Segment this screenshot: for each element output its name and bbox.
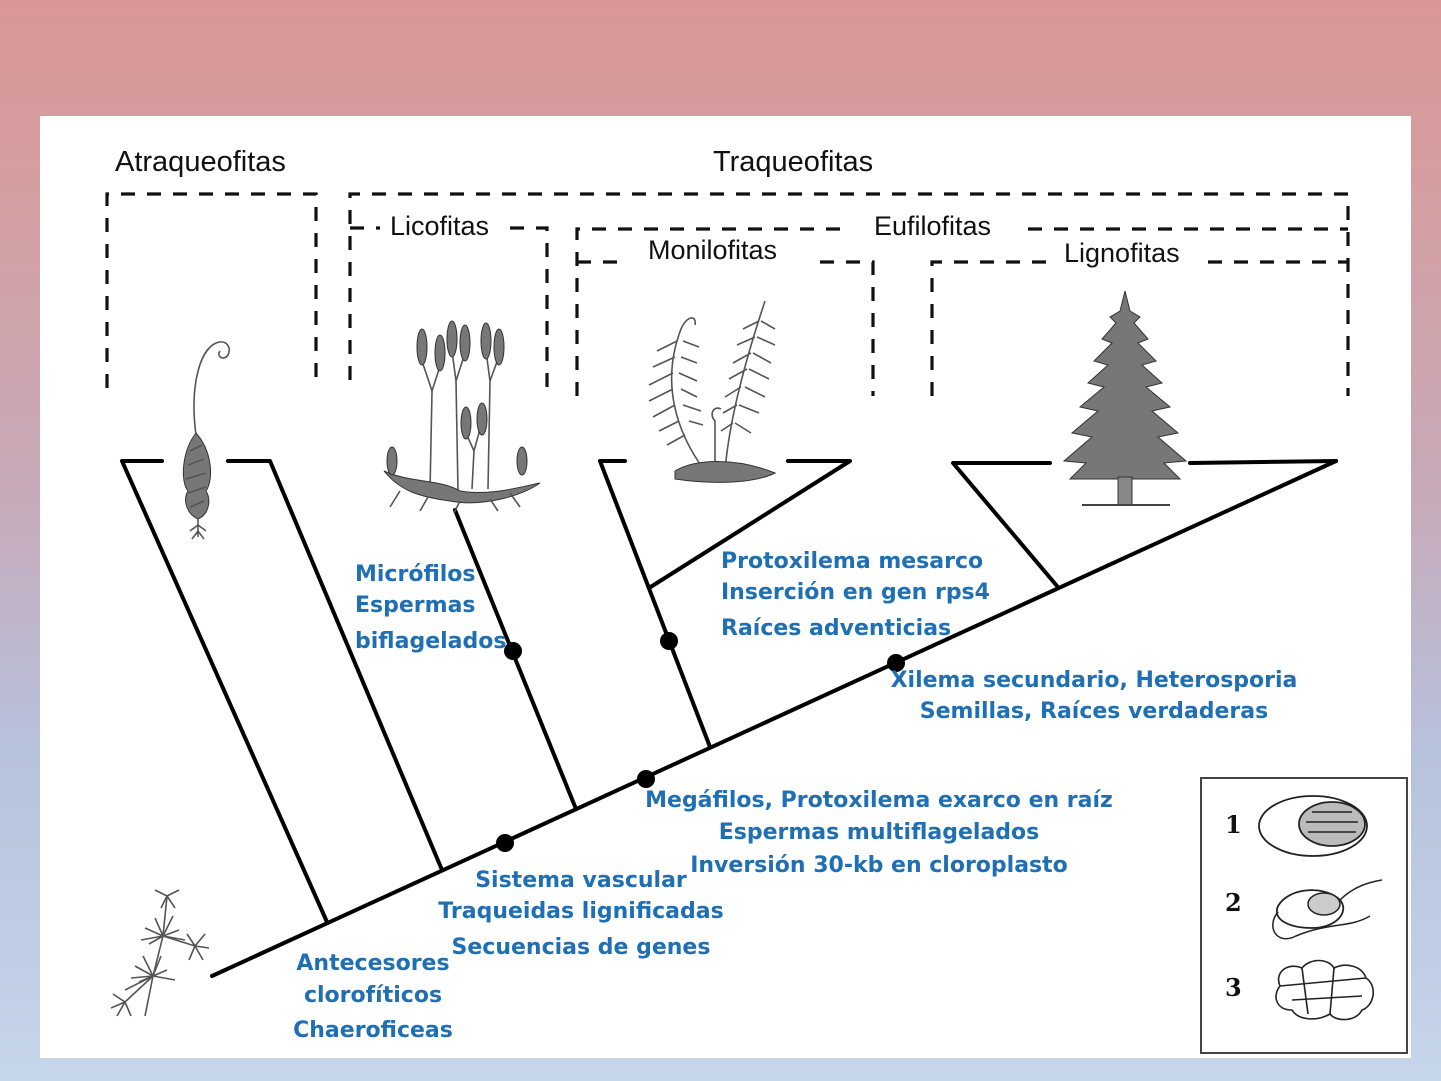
char-text: Protoxilema mesarco: [721, 549, 983, 574]
node-licofitas: [504, 642, 522, 660]
label-lignofitas: Lignofitas: [1064, 238, 1180, 268]
char-text: Espermas multiflagelados: [719, 820, 1040, 845]
branch-moss-right: [226, 459, 444, 872]
moss-icon: [182, 341, 231, 540]
label-licofitas: Licofitas: [390, 211, 489, 241]
conifer-icon: [1062, 290, 1188, 506]
branch-monilofitas: [598, 459, 712, 749]
bracket-licofitas: [350, 226, 549, 396]
bracket-lignofitas: [930, 260, 1348, 396]
branch-spine: [210, 459, 1338, 978]
diagram-canvas: Atraqueofitas Traqueofitas Licofitas Euf…: [40, 116, 1411, 1058]
bracket-atraqueofitas: [105, 192, 318, 388]
char-text: Xilema secundario, Heterosporia: [891, 668, 1298, 693]
bracket-monilofitas: [577, 260, 875, 396]
char-text: Semillas, Raíces verdaderas: [920, 699, 1268, 724]
legend-number: 1: [1225, 810, 1242, 839]
char-text: Inversión 30-kb en cloroplasto: [690, 853, 1068, 878]
legend-number: 2: [1225, 888, 1242, 917]
branch-moss-left: [120, 459, 329, 924]
tree-branches: [120, 459, 1338, 978]
label-traqueofitas: Traqueofitas: [713, 146, 873, 178]
label-monilofitas: Monilofitas: [648, 235, 777, 265]
label-eufilofitas: Eufilofitas: [874, 211, 991, 241]
characters-outgroup: Antecesores clorofíticos Chaeroficeas: [293, 951, 453, 1043]
branch-lignofitas: [951, 461, 1059, 588]
bracket-traqueofitas: [348, 192, 1350, 396]
characters-eufilofitas: Megáfilos, Protoxilema exarco en raíz Es…: [645, 788, 1113, 878]
char-text: Traqueidas lignificadas: [438, 899, 723, 924]
charophyte-icon: [110, 889, 210, 1017]
label-atraqueofitas: Atraqueofitas: [115, 146, 286, 178]
node-eufilofitas: [637, 770, 655, 788]
char-text: Megáfilos, Protoxilema exarco en raíz: [645, 788, 1113, 813]
char-text: Inserción en gen rps4: [721, 580, 990, 605]
char-text: Espermas: [355, 593, 476, 618]
branch-monilofitas-inner: [647, 459, 852, 590]
char-text: Sistema vascular: [475, 868, 687, 893]
characters-traqueofitas: Sistema vascular Traqueidas lignificadas…: [438, 868, 723, 960]
branch-lignofitas-top: [1188, 459, 1338, 465]
bracket-eufilofitas: [575, 227, 1348, 396]
flagellate-cell-icon: [1272, 879, 1383, 940]
char-text: Secuencias de genes: [452, 935, 711, 960]
node-traqueofitas: [496, 834, 514, 852]
char-text: biflagelados: [355, 629, 506, 654]
cell-legend: 1 2 3: [1200, 777, 1408, 1054]
fern-icon: [648, 300, 777, 483]
char-text: Micrófilos: [355, 562, 476, 587]
legend-number: 3: [1225, 973, 1242, 1002]
node-lignofitas: [887, 654, 905, 672]
lycopod-icon: [383, 320, 541, 514]
algal-cell-icon: [1258, 795, 1368, 857]
cladogram: Atraqueofitas Traqueofitas Licofitas Euf…: [105, 146, 1408, 1054]
characters-licofitas: Micrófilos Espermas biflagelados: [355, 562, 506, 654]
char-text: Chaeroficeas: [293, 1018, 453, 1043]
characters-monilofitas: Protoxilema mesarco Inserción en gen rps…: [721, 549, 990, 641]
char-text: clorofíticos: [304, 983, 442, 1008]
node-monilofitas: [660, 632, 678, 650]
char-text: Antecesores: [296, 951, 449, 976]
characters-lignofitas: Xilema secundario, Heterosporia Semillas…: [891, 668, 1298, 724]
char-text: Raíces adventicias: [721, 616, 951, 641]
tissue-icon: [1275, 959, 1374, 1021]
